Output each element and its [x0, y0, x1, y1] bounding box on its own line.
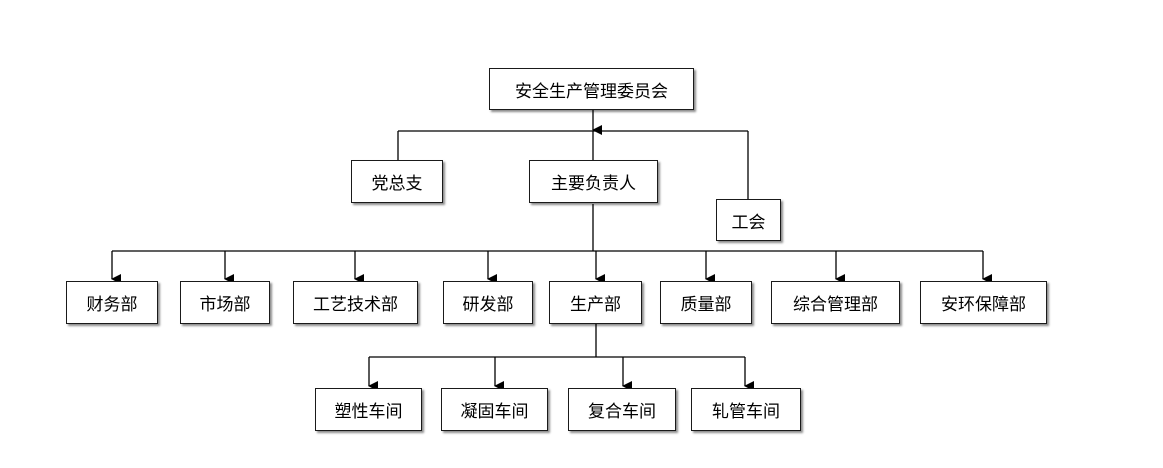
principal-head-box: 主要负责人: [529, 160, 658, 203]
department-box-quality: 质量部: [660, 281, 752, 324]
department-box-rnd: 研发部: [443, 281, 533, 324]
department-box-safety-environment: 安环保障部: [920, 281, 1047, 324]
department-box-marketing: 市场部: [180, 281, 270, 324]
committee-box: 安全生产管理委员会: [489, 68, 694, 110]
department-box-general-management: 综合管理部: [771, 281, 900, 324]
party-branch-box: 党总支: [351, 160, 443, 203]
department-box-production: 生产部: [549, 281, 642, 324]
labor-union-box: 工会: [716, 199, 781, 241]
workshop-box-solidification: 凝固车间: [441, 388, 548, 431]
department-box-finance: 财务部: [66, 281, 158, 324]
workshop-box-composite: 复合车间: [568, 388, 676, 431]
department-box-process-tech: 工艺技术部: [293, 281, 418, 324]
workshop-box-tube-rolling: 轧管车间: [691, 388, 801, 431]
workshop-box-plastic: 塑性车间: [315, 388, 422, 431]
